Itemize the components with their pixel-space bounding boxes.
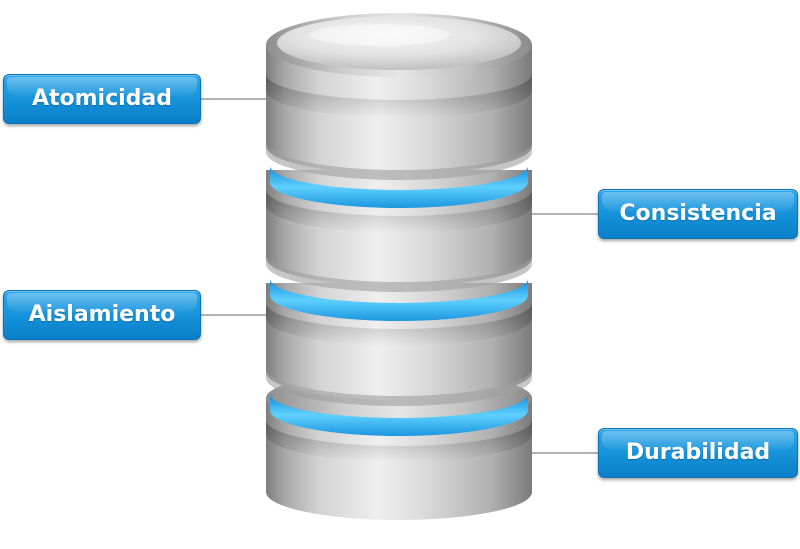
label-aislamiento-text: Aislamiento — [28, 302, 176, 327]
label-consistencia-text: Consistencia — [619, 201, 777, 226]
blue-ring-3 — [270, 394, 528, 436]
label-consistencia: Consistencia — [598, 189, 798, 239]
label-aislamiento: Aislamiento — [3, 290, 201, 340]
cylinder-disc-1 — [266, 13, 532, 180]
label-atomicidad-text: Atomicidad — [31, 86, 173, 111]
blue-ring-2 — [270, 279, 528, 321]
label-durabilidad: Durabilidad — [598, 428, 798, 478]
blue-ring-1 — [270, 166, 528, 208]
label-atomicidad: Atomicidad — [3, 74, 201, 124]
label-durabilidad-text: Durabilidad — [625, 440, 771, 465]
